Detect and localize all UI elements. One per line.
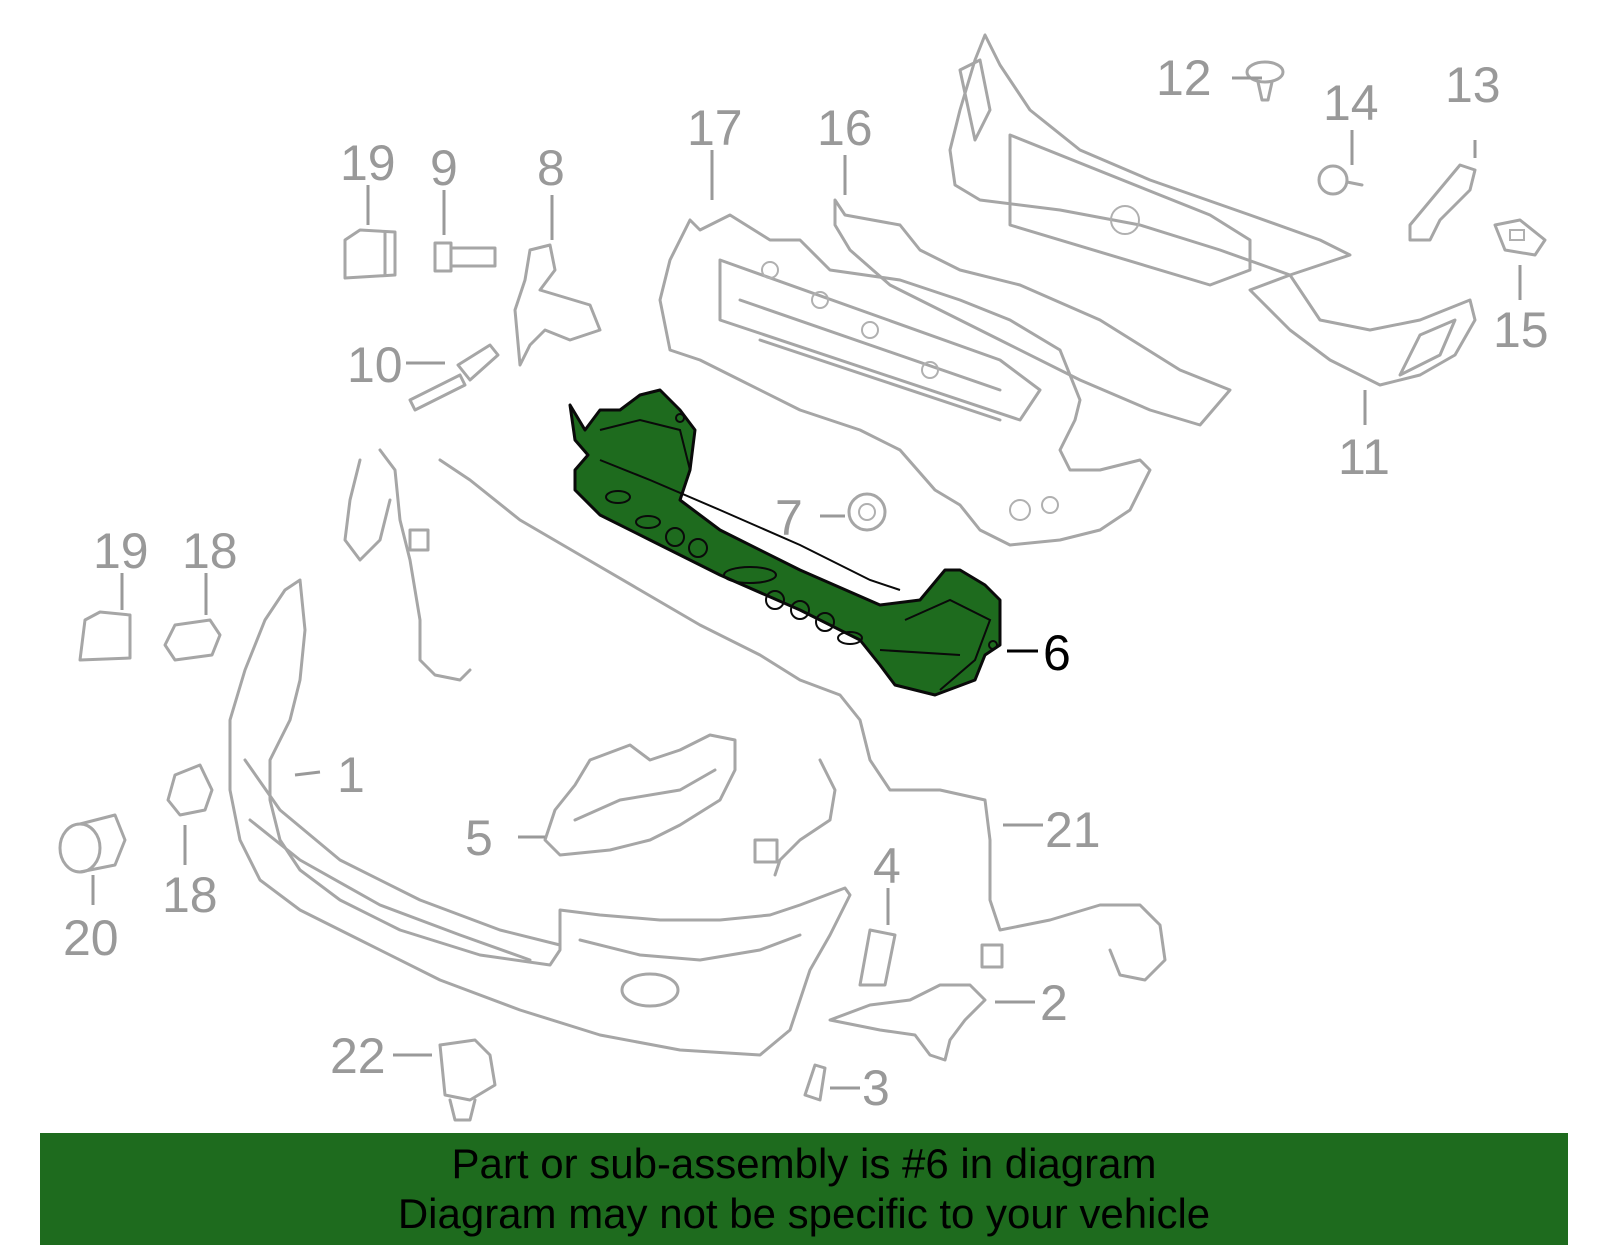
part-13-bracket bbox=[1408, 163, 1477, 242]
callout-18-bottom: 18 bbox=[162, 867, 218, 923]
part-8-bracket bbox=[513, 243, 602, 367]
callout-7: 7 bbox=[775, 490, 803, 546]
callout-19-left: 19 bbox=[93, 523, 149, 579]
info-banner: Part or sub-assembly is #6 in diagram Di… bbox=[40, 1133, 1568, 1245]
part-7-nut bbox=[847, 492, 887, 532]
part-11-bumper-cover bbox=[948, 33, 1477, 387]
part-20-sensor-ring bbox=[58, 813, 127, 874]
part-4-clip bbox=[858, 928, 897, 987]
part-19-grommet-lower bbox=[78, 610, 132, 662]
callout-3: 3 bbox=[862, 1060, 890, 1116]
part-21-wiring-harness bbox=[343, 448, 1167, 982]
part-1-lower-bumper-cover bbox=[228, 578, 852, 1057]
callout-1: 1 bbox=[337, 747, 365, 803]
callout-labels: 12 14 13 15 11 17 16 19 9 8 10 7 6 19 18… bbox=[63, 50, 1549, 1116]
callout-5: 5 bbox=[465, 810, 493, 866]
part-6-reinforcement-beam bbox=[568, 388, 1002, 697]
part-17-carrier bbox=[658, 213, 1152, 547]
part-10-rivet bbox=[408, 343, 500, 412]
callout-8: 8 bbox=[537, 140, 565, 196]
part-5-deflector bbox=[543, 733, 737, 857]
banner-line-part: Part or sub-assembly is #6 in diagram bbox=[451, 1140, 1157, 1187]
callout-20: 20 bbox=[63, 910, 119, 966]
callout-18-top: 18 bbox=[182, 523, 238, 579]
callout-9: 9 bbox=[430, 140, 458, 196]
callout-11: 11 bbox=[1338, 429, 1390, 485]
callout-6: 6 bbox=[1043, 625, 1071, 681]
callout-12: 12 bbox=[1156, 50, 1212, 106]
callout-15: 15 bbox=[1493, 302, 1549, 358]
part-3-clip bbox=[803, 1063, 827, 1102]
callout-19-top: 19 bbox=[340, 135, 396, 191]
part-18-sensor-lower bbox=[166, 763, 214, 817]
callout-4: 4 bbox=[873, 838, 901, 894]
parts-diagram: 12 14 13 15 11 17 16 19 9 8 10 7 6 19 18… bbox=[58, 33, 1549, 1122]
part-22-connector bbox=[438, 1038, 497, 1122]
callout-2: 2 bbox=[1040, 975, 1068, 1031]
part-18-sensor-upper bbox=[163, 618, 222, 662]
part-15-clip bbox=[1493, 218, 1547, 257]
part-2-bracket bbox=[828, 983, 987, 1062]
part-9-bolt bbox=[433, 241, 497, 273]
leader-lines bbox=[91, 76, 1522, 1090]
banner-line-disclaimer: Diagram may not be specific to your vehi… bbox=[397, 1190, 1211, 1237]
callout-21: 21 bbox=[1045, 802, 1101, 858]
callout-10: 10 bbox=[347, 337, 403, 393]
part-16-grille bbox=[833, 198, 1232, 427]
callout-22: 22 bbox=[330, 1028, 386, 1084]
callout-14: 14 bbox=[1323, 75, 1379, 131]
callout-13: 13 bbox=[1445, 57, 1501, 113]
part-14-nut bbox=[1317, 164, 1364, 196]
callout-17: 17 bbox=[687, 100, 743, 156]
part-19-grommet-top bbox=[343, 228, 397, 280]
part-12-push-pin bbox=[1245, 60, 1285, 102]
callout-16: 16 bbox=[817, 100, 873, 156]
